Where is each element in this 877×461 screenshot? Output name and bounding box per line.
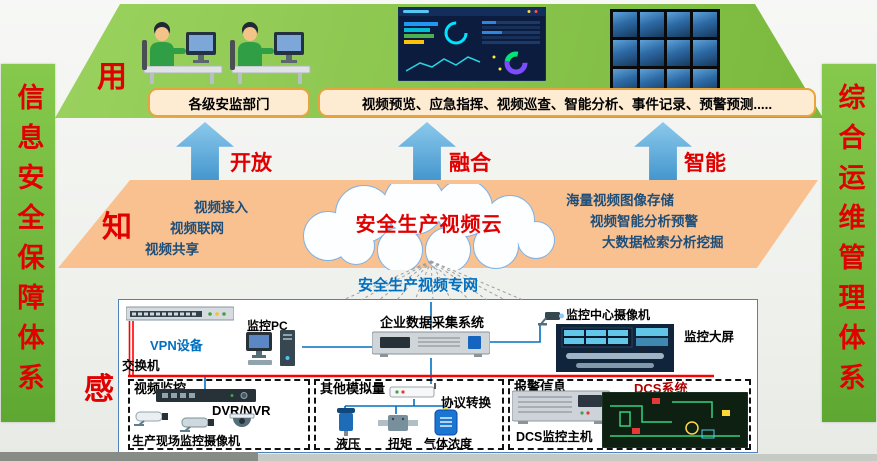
desktop-strip-light [0,454,877,461]
video-wall-image [610,9,720,97]
arrow-open-label: 开放 [230,152,272,175]
protocol-converter-image [389,383,436,398]
dvr-device-image [156,389,256,402]
cloud-title: 安全生产视频云 [355,214,503,236]
dcs-host-image [512,390,610,424]
dcs-screen-image [602,392,748,448]
arrow-fusion [398,122,456,184]
know-right-item-2: 视频智能分析预警 [590,214,698,229]
monitoring-pc-label: 监控PC [247,319,288,333]
know-left-item-2: 视频联网 [170,221,224,236]
dcs-host-label: DCS监控主机 [516,430,593,444]
bullet-camera-icon-2 [180,417,214,432]
left-banner: 信息安全保障体系 [1,64,55,422]
dome-camera-icon [229,413,255,427]
torque-label: 扭矩 [388,437,413,451]
desktop-strip-dark [0,452,258,461]
know-left-item-3: 视频共享 [145,242,199,257]
sense-layer-tag: 感 [84,373,114,406]
control-room-image [556,324,674,372]
hydraulic-label: 液压 [336,437,361,451]
vpn-device-label: VPN设备 [150,338,203,353]
protocol-converter-label: 协议转换 [441,396,492,410]
site-cameras-label: 生产现场监控摄像机 [132,434,241,448]
arrow-intelligence-label: 智能 [684,152,726,175]
know-layer-tag: 知 [102,211,132,244]
daq-system-label: 企业数据采集系统 [380,315,485,330]
analog-title: 其他模拟量 [320,381,386,396]
center-camera-label: 监控中心摄像机 [566,308,651,322]
alarm-group [508,379,751,450]
center-camera-icon [538,312,564,326]
right-banner-text: 综合运维管理体系 [834,83,865,403]
arrow-fusion-label: 融合 [449,152,491,175]
functions-box: 视频预览、应急指挥、视频巡查、智能分析、事件记录、预警预测..... [318,88,816,117]
use-layer-tag: 用 [97,61,127,94]
gas-label: 气体浓度 [424,437,473,451]
switch-device-image [126,306,234,321]
dashboard-image [398,7,546,81]
torque-sensor-icon [378,415,418,431]
analog-group [314,379,504,450]
know-left-item-1: 视频接入 [194,200,248,215]
dept-box: 各级安监部门 [148,88,310,117]
know-right-item-3: 大数据检索分析挖掘 [602,235,724,250]
left-banner-text: 信息安全保障体系 [13,83,44,403]
bullet-camera-icon-1 [134,411,168,426]
right-banner: 综合运维管理体系 [822,64,876,422]
dvr-label: DVR/NVR [212,403,271,418]
big-screen-label: 监控大屏 [684,330,735,344]
daq-system-image [372,331,490,357]
know-right-item-1: 海量视频图像存储 [566,193,674,208]
video-surveillance-group [128,379,310,450]
operators-clipart [142,21,311,85]
monitoring-pc-image [246,330,295,366]
private-network-label: 安全生产视频专网 [358,277,479,294]
switch-label: 交换机 [122,359,160,373]
arrow-open [176,122,234,184]
gas-sensor-icon [434,407,458,436]
hydraulic-sensor-icon [337,408,355,436]
cloud-shape [303,184,555,270]
